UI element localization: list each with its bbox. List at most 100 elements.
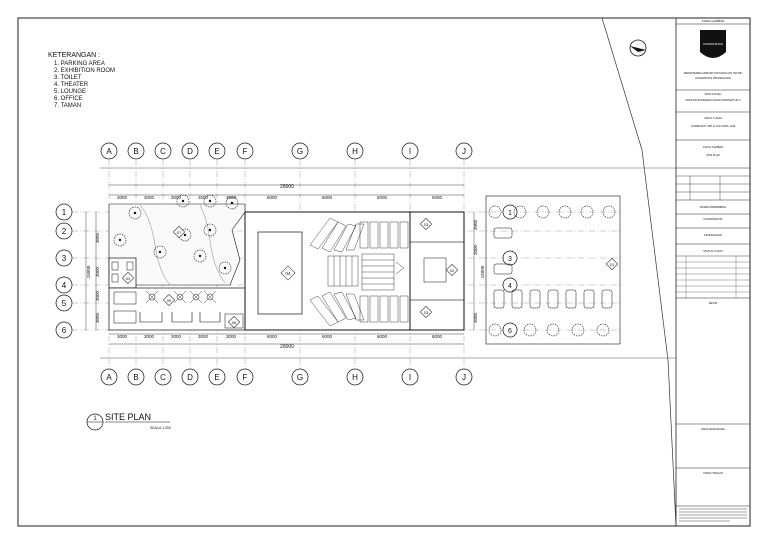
- dimension-top: 28000 3000 3000 3000 3000 3000 6000 6000…: [109, 184, 464, 200]
- dimension-value: 3000: [117, 334, 128, 339]
- grid-label: 3: [62, 254, 67, 263]
- office-block: 03 03 02: [409, 211, 465, 331]
- tb-row: DOSEN PEMBIMBING: [700, 205, 727, 209]
- tb-row: JUDUL TUGAS: [704, 116, 722, 120]
- room-tag-taman: 07: [172, 225, 186, 239]
- title-block-header: KODE GAMBAR: [702, 19, 725, 23]
- theater-center: [327, 253, 405, 291]
- grid-label: 5: [62, 299, 67, 308]
- legend-item: 3. TOILET: [54, 75, 82, 81]
- tb-row: COMMUNITY ART & CULTURAL HUB: [691, 124, 736, 128]
- drawing-title: 1 SITE PLAN SKALA 1:200: [86, 412, 171, 431]
- grid-label: D: [187, 373, 193, 382]
- car-icon: [493, 227, 513, 239]
- table-icon: [145, 290, 159, 304]
- dimension-left: 15000 3000 3000 3000 3000: [85, 212, 100, 330]
- room-tag-theater: 04: [285, 271, 291, 276]
- room-tag-toilet: 03: [126, 276, 131, 281]
- svg-text:UNIVERSITAS: UNIVERSITAS: [703, 42, 723, 46]
- dimension-value: 3000: [473, 219, 478, 230]
- grid-label: H: [352, 147, 358, 156]
- grid-label: 1: [62, 208, 67, 217]
- dimension-value: 3000: [473, 244, 478, 255]
- grid-bubbles-right: 1 3 4 6: [502, 204, 518, 338]
- room-tag-lounge: 05: [167, 298, 172, 303]
- grid-label: 2: [62, 227, 67, 236]
- tb-row: REVISI: [709, 301, 718, 305]
- dimension-value: 6000: [377, 195, 388, 200]
- tree-icon: [571, 323, 585, 337]
- lounge-area: 05 06: [108, 287, 246, 331]
- dimension-overall: 28000: [280, 344, 294, 350]
- tree-icon: [488, 205, 502, 219]
- site-boundary: [601, 17, 677, 527]
- fine-print: [679, 508, 747, 522]
- room-tag-office: 06: [232, 320, 237, 325]
- dimension-value: 3000: [171, 195, 182, 200]
- tree-icon: [203, 194, 217, 208]
- table-icon: [203, 290, 217, 304]
- grid-label: I: [409, 147, 411, 156]
- grid-label: 1: [508, 210, 512, 217]
- toilet-block: 03: [108, 257, 137, 289]
- tree-icon: [218, 261, 232, 275]
- tb-row: SITE PLAN: [706, 153, 719, 157]
- dimension-value: 15000: [480, 265, 485, 278]
- room-tag-parking: 01: [610, 262, 615, 267]
- grid-label: 4: [62, 281, 67, 290]
- tb-row: NAMA MAHASISWA: [701, 427, 725, 431]
- car-icon: [511, 289, 523, 309]
- dimension-value: 15000: [86, 265, 91, 278]
- parking-area: 01: [485, 195, 621, 345]
- tree-icon: [536, 205, 550, 219]
- grid-label: H: [352, 373, 358, 382]
- grid-label: F: [243, 373, 248, 382]
- tree-icon: [153, 245, 167, 259]
- room-tag-office-bottom: 03: [424, 310, 429, 315]
- tree-icon: [602, 205, 616, 219]
- title-block-content: KODE GAMBAR UNIVERSITAS DEPARTEMEN ARSIT…: [676, 19, 750, 522]
- title-marker: 1: [93, 416, 97, 422]
- dimension-right: 3000 3000 3000 15000: [473, 212, 485, 330]
- legend-item: 4. THEATER: [54, 82, 89, 88]
- legend-item: 1. PARKING AREA: [54, 61, 105, 67]
- dimension-value: 3000: [95, 232, 100, 243]
- theater-building: 04: [244, 211, 411, 331]
- dimension-value: 6000: [267, 334, 278, 339]
- grid-label: 3: [508, 256, 512, 263]
- tb-row: JUDUL GAMBAR: [703, 145, 723, 149]
- grid-label: D: [187, 147, 193, 156]
- dimension-value: 6000: [432, 334, 443, 339]
- tree-icon: [558, 205, 572, 219]
- tree-icon: [596, 323, 610, 337]
- tb-row: TANDA TANGAN: [703, 471, 723, 475]
- car-icon: [493, 289, 505, 309]
- dimension-value: 3000: [473, 312, 478, 323]
- dimension-value: 3000: [171, 334, 182, 339]
- car-icon: [493, 263, 513, 275]
- car-icons: [493, 227, 613, 309]
- tb-row: KETERANGAN: [704, 233, 722, 237]
- grid-bubbles-bottom: A B C D E F G H I J: [100, 368, 473, 386]
- table-icon: [173, 290, 187, 304]
- tree-icon: [176, 194, 190, 208]
- grid-label: G: [297, 147, 303, 156]
- dimension-value: 3000: [226, 334, 237, 339]
- grid-label: C: [160, 147, 166, 156]
- dimension-value: 6000: [322, 195, 333, 200]
- car-icon: [601, 289, 613, 309]
- grid-label: E: [214, 373, 219, 382]
- dimension-value: 3000: [144, 195, 155, 200]
- title-block: [675, 17, 751, 527]
- grid-label: 4: [508, 283, 512, 290]
- legend-title: KETERANGAN :: [48, 52, 100, 59]
- dimension-value: 3000: [95, 266, 100, 277]
- dimension-value: 3000: [95, 312, 100, 323]
- dimension-value: 3000: [198, 195, 209, 200]
- grid-label: I: [409, 373, 411, 382]
- dimension-value: 3000: [226, 195, 237, 200]
- tree-icon: [546, 323, 560, 337]
- tb-row: UNIVERSITAS DIPONEGORO: [695, 76, 731, 80]
- grid-label: G: [297, 373, 303, 382]
- tree-icon: [128, 206, 142, 220]
